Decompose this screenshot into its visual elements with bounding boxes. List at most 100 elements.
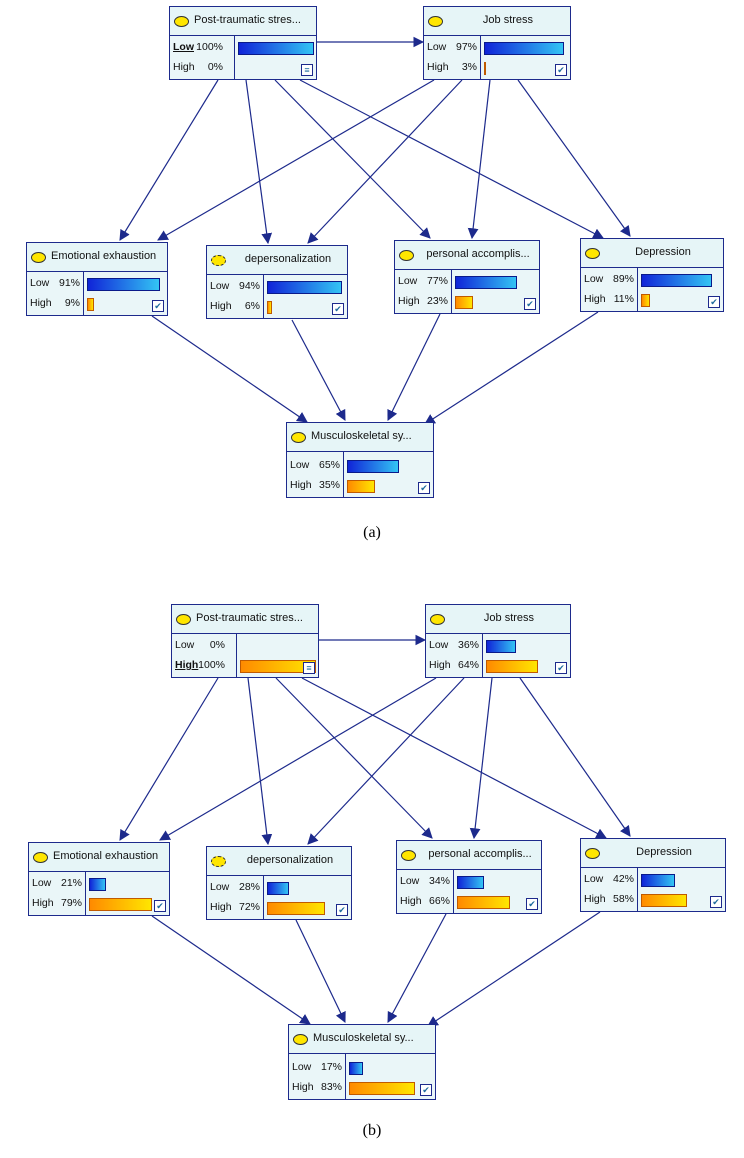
- check-icon[interactable]: ✔: [152, 300, 164, 312]
- state-high-label: High: [32, 897, 54, 909]
- state-low-label: Low: [290, 459, 310, 471]
- check-icon[interactable]: ✔: [336, 904, 348, 916]
- check-icon[interactable]: ✔: [526, 898, 538, 910]
- state-low-label: Low: [429, 639, 449, 651]
- state-oval-icon: [399, 250, 414, 261]
- low-bar: [641, 874, 675, 887]
- edge-job-dep: [307, 79, 463, 244]
- low-bar: [457, 876, 484, 889]
- high-bar: [89, 898, 152, 911]
- low-bar: [238, 42, 314, 55]
- state-oval-icon: [430, 614, 445, 625]
- node-title: depersonalization: [246, 854, 334, 866]
- high-bar: [455, 296, 473, 309]
- edge-depr-msk: [427, 911, 601, 1027]
- state-low-value: 36%: [457, 639, 479, 651]
- node-title: Depression: [635, 246, 691, 258]
- state-oval-icon: [428, 16, 443, 27]
- caption-b: (b): [362, 1122, 382, 1139]
- check-icon[interactable]: ✔: [420, 1084, 432, 1096]
- node-title: Job stress: [482, 14, 534, 26]
- check-icon[interactable]: ✔: [332, 303, 344, 315]
- high-bar: [349, 1082, 415, 1095]
- state-high-label: High: [175, 659, 199, 671]
- edge-dep-msk: [291, 319, 346, 421]
- state-oval-icon: [293, 1034, 308, 1045]
- node-title: Post-traumatic stres...: [194, 14, 301, 26]
- state-oval-icon: [174, 16, 189, 27]
- check-icon[interactable]: ✔: [710, 896, 722, 908]
- state-low-value: 0%: [209, 639, 225, 651]
- check-icon[interactable]: ✔: [555, 64, 567, 76]
- state-oval-icon: [291, 432, 306, 443]
- edge-pts-emo: [119, 79, 219, 241]
- state-low-value: 21%: [60, 877, 82, 889]
- high-bar: [457, 896, 510, 909]
- check-icon[interactable]: ✔: [555, 662, 567, 674]
- state-low-label: Low: [584, 873, 604, 885]
- node-title: Musculoskeletal sy...: [313, 1032, 414, 1044]
- low-bar: [87, 278, 160, 291]
- edge-pts-dep: [245, 79, 273, 245]
- edge-job-dep: [307, 677, 465, 845]
- node-title: personal accomplis...: [428, 848, 532, 860]
- state-high-label: High: [400, 895, 422, 907]
- state-low-label: Low: [427, 41, 447, 53]
- state-low-value: 97%: [455, 41, 477, 53]
- node-title: Depression: [636, 846, 692, 858]
- state-oval-icon: [176, 614, 191, 625]
- state-oval-icon: [585, 248, 600, 259]
- state-high-value: 64%: [457, 659, 479, 671]
- state-low-label: Low: [584, 273, 604, 285]
- state-oval-icon: [401, 850, 416, 861]
- node-title: Job stress: [483, 612, 535, 624]
- caption-a: (a): [363, 524, 381, 541]
- state-low-value: 100%: [196, 41, 223, 53]
- evidence-icon[interactable]: ≡: [303, 662, 315, 674]
- check-icon[interactable]: ✔: [418, 482, 430, 494]
- state-low-value: 94%: [238, 280, 260, 292]
- edge-pts-emo: [119, 677, 219, 841]
- state-high-value: 79%: [60, 897, 82, 909]
- check-icon[interactable]: ✔: [154, 900, 166, 912]
- edge-dep-msk: [295, 919, 346, 1023]
- state-high-label: High: [30, 297, 52, 309]
- state-oval-icon: [211, 255, 226, 266]
- state-low-value: 65%: [318, 459, 340, 471]
- edge-pa-msk: [387, 313, 441, 421]
- edge-depr-msk: [424, 311, 599, 425]
- state-low-value: 91%: [58, 277, 80, 289]
- state-low-label: Low: [30, 277, 50, 289]
- check-icon[interactable]: ✔: [524, 298, 536, 310]
- evidence-icon[interactable]: ≡: [301, 64, 313, 76]
- edges-b: [119, 634, 631, 1027]
- state-low-value: 28%: [238, 881, 260, 893]
- high-bar: [486, 660, 538, 673]
- high-bar: [87, 298, 94, 311]
- edge-pts-dep: [247, 677, 273, 846]
- check-icon[interactable]: ✔: [708, 296, 720, 308]
- low-bar: [267, 281, 342, 294]
- state-low-label: Low: [400, 875, 420, 887]
- state-high-value: 3%: [461, 61, 477, 73]
- state-high-value: 11%: [613, 293, 634, 305]
- high-bar: [641, 894, 687, 907]
- high-bar: [347, 480, 375, 493]
- high-bar: [641, 294, 650, 307]
- low-bar: [641, 274, 712, 287]
